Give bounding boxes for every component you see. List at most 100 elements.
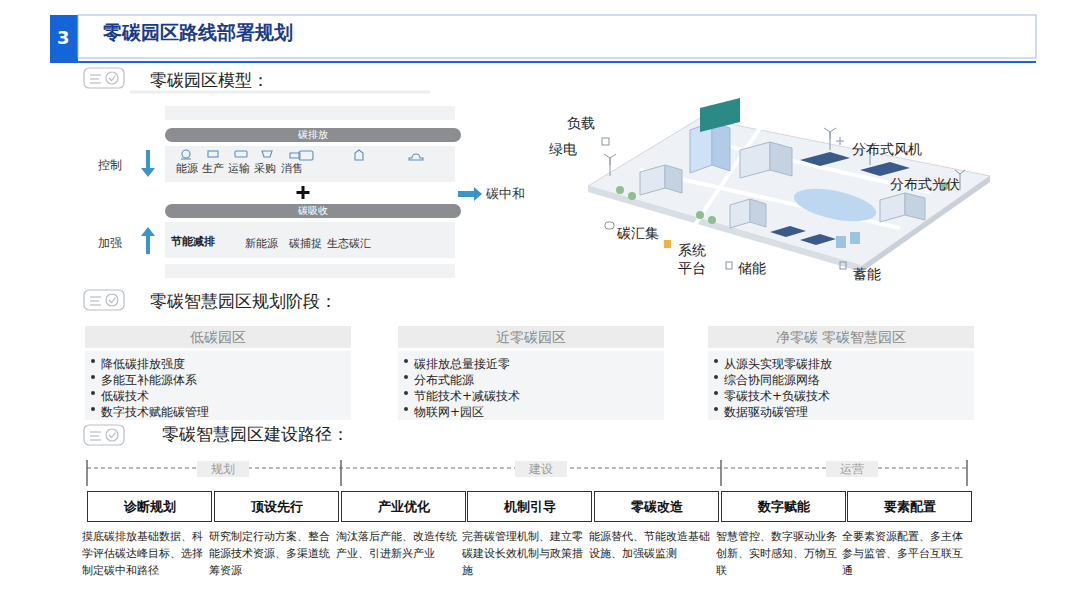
step-box: 零碳改造能源替代、节能改造基础设施、加强碳监测: [594, 491, 719, 522]
bullet-dot: [714, 375, 718, 379]
bullet-row: 降低碳排放强度: [89, 353, 351, 369]
bullet-dot: [91, 375, 95, 379]
step-desc: 完善碳管理机制、建立零碳建设长效机制与政策措施: [462, 528, 592, 579]
step-box: 顶设先行研究制定行动方案、整合能源技术资源、多渠道统筹资源: [214, 491, 339, 522]
pill-text: 碳排放: [165, 128, 461, 142]
source-band: [165, 146, 455, 182]
heading-rule: [130, 91, 430, 94]
step-desc: 智慧管控、数字驱动业务创新、实时感知、万物互联: [716, 528, 846, 579]
label-text: 蓄能: [853, 266, 881, 283]
label-text: 系统 平台: [678, 242, 707, 277]
section-icon: [84, 425, 124, 445]
label-text: 分布式光伏: [890, 176, 960, 193]
bullet-dot: [91, 407, 95, 411]
label-text: 消售: [281, 162, 303, 175]
stage-bullets: 从源头实现零碳排放综合协同能源网络零碳技术+负碳技术数据驱动碳管理: [708, 351, 974, 420]
stage-bullets: 碳排放总量接近零分布式能源节能技术+减碳技术物联网+园区: [398, 351, 664, 420]
bullet-row: 从源头实现零碳排放: [712, 353, 974, 369]
label-text: 碳中和: [486, 186, 525, 202]
label-text: 控制: [98, 158, 122, 172]
bullet-row: 零碳技术+负碳技术: [712, 385, 974, 401]
bullet-text: 从源头实现零碳排放: [724, 357, 832, 371]
park-illustration: [588, 98, 990, 272]
bullet-text: 低碳技术: [101, 389, 149, 403]
step-title: 顶设先行: [215, 492, 338, 521]
page-title: 零碳园区路线部署规划: [103, 21, 293, 44]
bullet-dot: [404, 407, 408, 411]
phase-label: 规划: [197, 461, 249, 477]
section-icon: [84, 68, 124, 88]
label-text: 能源: [176, 162, 198, 175]
result-arrow: [458, 187, 482, 201]
phase-label: 建设: [515, 461, 567, 477]
stage-header: 近零碳园区: [398, 326, 664, 348]
bullet-text: 数字技术赋能碳管理: [101, 405, 209, 419]
phase-label: 运营: [826, 461, 878, 477]
step-title: 产业优化: [342, 492, 465, 521]
step-box: 诊断规划摸底碳排放基础数据、科学评估碳达峰目标、选择制定碳中和路径: [87, 491, 212, 522]
label-text: 新能源: [245, 237, 278, 250]
label-text: 负载: [567, 115, 595, 132]
bullet-text: 零碳技术+负碳技术: [724, 389, 830, 403]
label-text: 零碳智慧园区规划阶段：: [150, 291, 337, 311]
label-text: 绿电: [549, 141, 577, 158]
bullet-row: 节能技术+减碳技术: [402, 385, 664, 401]
label-text: 加强: [98, 236, 122, 250]
bullet-row: 低碳技术: [89, 385, 351, 401]
stage-header: 净零碳 零碳智慧园区: [708, 326, 974, 348]
bullet-dot: [714, 359, 718, 363]
label-text: 碳捕捉: [289, 237, 322, 250]
step-title: 要素配置: [848, 492, 971, 521]
bullet-text: 综合协同能源网络: [724, 373, 820, 387]
stage-panel: 低碳园区降低碳排放强度多能互补能源体系低碳技术数字技术赋能碳管理: [85, 326, 351, 420]
label-text: 碳汇集: [617, 225, 659, 242]
bullet-row: 碳排放总量接近零: [402, 353, 664, 369]
bullet-row: 综合协同能源网络: [712, 369, 974, 385]
bullet-text: 碳排放总量接近零: [414, 357, 510, 371]
step-box: 数字赋能智慧管控、数字驱动业务创新、实时感知、万物互联: [721, 491, 846, 522]
label-text: 分布式风机: [852, 141, 922, 158]
bullet-text: 数据驱动碳管理: [724, 405, 808, 419]
title-frame: [78, 15, 1036, 58]
bullet-dot: [714, 391, 718, 395]
stage-bullets: 降低碳排放强度多能互补能源体系低碳技术数字技术赋能碳管理: [85, 351, 351, 420]
label-text: 运输: [228, 162, 250, 175]
label-text: 储能: [738, 260, 766, 277]
bullet-text: 降低碳排放强度: [101, 357, 185, 371]
step-desc: 淘汰落后产能、改造传统产业、引进新兴产业: [336, 528, 466, 562]
flow-pill: 碳排放: [165, 128, 461, 142]
number-block: [50, 15, 78, 62]
bullet-row: 物联网+园区: [402, 401, 664, 417]
label-text: 节能减排: [171, 235, 215, 248]
step-title: 数字赋能: [722, 492, 845, 521]
stage-header: 低碳园区: [85, 326, 351, 348]
label-text: 零碳园区模型：: [150, 70, 269, 90]
pill-text: 碳吸收: [165, 204, 461, 218]
bullet-dot: [404, 391, 408, 395]
label-text: 零碳智慧园区建设路径：: [162, 424, 349, 444]
bullet-row: 数字技术赋能碳管理: [89, 401, 351, 417]
bullet-row: 多能互补能源体系: [89, 369, 351, 385]
bullet-text: 分布式能源: [414, 373, 474, 387]
stage-panel: 净零碳 零碳智慧园区从源头实现零碳排放综合协同能源网络零碳技术+负碳技术数据驱动…: [708, 326, 974, 420]
faded-band: [165, 264, 455, 278]
bullet-text: 多能互补能源体系: [101, 373, 197, 387]
flow-pill: 碳吸收: [165, 204, 461, 218]
bullet-text: 节能技术+减碳技术: [414, 389, 520, 403]
label-text: 生产: [202, 162, 224, 175]
step-desc: 研究制定行动方案、整合能源技术资源、多渠道统筹资源: [209, 528, 339, 579]
up-arrow: [141, 227, 155, 254]
title-rule: [50, 61, 1036, 63]
step-title: 诊断规划: [88, 492, 211, 521]
sink-band: [165, 222, 455, 258]
bullet-dot: [91, 359, 95, 363]
section-icon: [84, 290, 124, 310]
stage-panel: 近零碳园区碳排放总量接近零分布式能源节能技术+减碳技术物联网+园区: [398, 326, 664, 420]
step-desc: 全要素资源配置、多主体参与监管、多平台互联互通: [842, 528, 972, 579]
bullet-row: 数据驱动碳管理: [712, 401, 974, 417]
bullet-dot: [404, 359, 408, 363]
down-arrow: [141, 150, 155, 177]
step-box: 产业优化淘汰落后产能、改造传统产业、引进新兴产业: [341, 491, 466, 522]
faded-band: [165, 106, 455, 120]
label-text: 采购: [254, 162, 276, 175]
